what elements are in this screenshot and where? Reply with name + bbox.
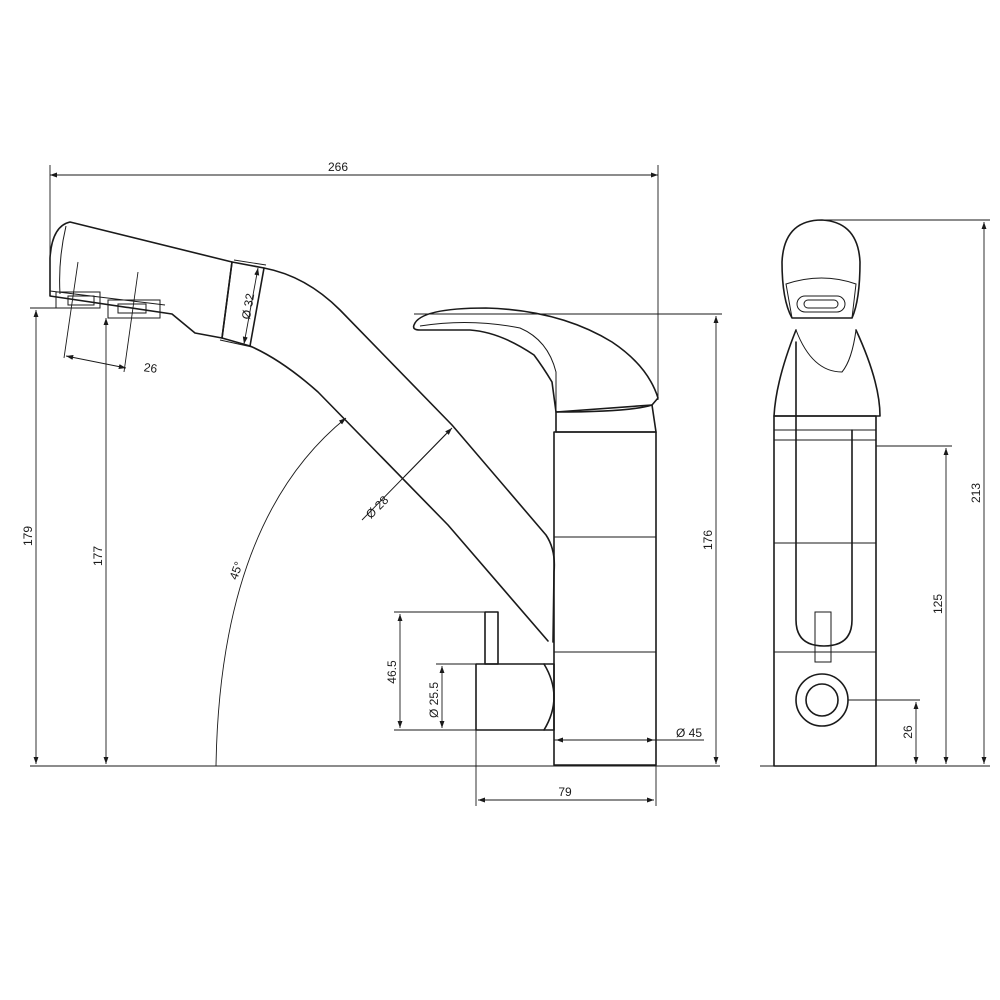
front-lever	[773, 329, 881, 417]
dimension-diameter-25-5: Ø 25.5	[427, 663, 476, 728]
dimension-213: 213	[822, 219, 990, 767]
spray-head	[49, 221, 233, 339]
dim-label-diameter-32: Ø 32	[239, 292, 257, 320]
dimension-46-5: 46.5	[385, 611, 486, 731]
dimension-79: 79	[475, 730, 657, 806]
dim-label-angle-45: 45°	[227, 560, 246, 582]
dim-label-176: 176	[701, 530, 715, 550]
dimension-diameter-28: Ø 28	[361, 427, 453, 522]
dim-label-46-5: 46.5	[385, 660, 399, 684]
dimension-spray-26: 26	[63, 261, 158, 376]
dim-label-179: 179	[21, 526, 35, 546]
dimension-diameter-32: Ø 32	[219, 259, 267, 348]
dim-label-diameter-28: Ø 28	[363, 493, 392, 522]
dim-label-125: 125	[931, 594, 945, 614]
side-view: 266 Ø 32 26 179 177	[21, 160, 722, 806]
dim-label-213: 213	[969, 483, 983, 503]
dimension-angle-45: 45°	[215, 417, 347, 767]
dimension-177: 177	[91, 318, 109, 764]
dim-label-spray-26: 26	[143, 360, 158, 376]
dim-label-266: 266	[328, 160, 348, 174]
dim-label-diameter-25-5: Ø 25.5	[427, 682, 441, 718]
dim-label-diameter-45: Ø 45	[676, 726, 702, 740]
dim-label-front-26: 26	[901, 725, 915, 739]
dimension-266: 266	[49, 160, 659, 400]
dimension-176: 176	[414, 313, 722, 764]
front-body	[773, 341, 877, 767]
dimension-front-26: 26	[901, 702, 919, 764]
lever-handle	[412, 307, 659, 413]
dimension-diameter-45: Ø 45	[556, 726, 704, 743]
filter-handle	[475, 611, 555, 731]
tap-body	[553, 404, 657, 766]
dimension-179: 179	[21, 307, 56, 764]
dim-label-79: 79	[558, 785, 572, 799]
dim-label-177: 177	[91, 546, 105, 566]
spout-arm	[249, 267, 556, 643]
front-spray-head	[781, 219, 861, 319]
dimension-125: 125	[876, 445, 952, 764]
front-view: 213 125 26	[760, 219, 990, 767]
front-inlet	[795, 673, 920, 727]
